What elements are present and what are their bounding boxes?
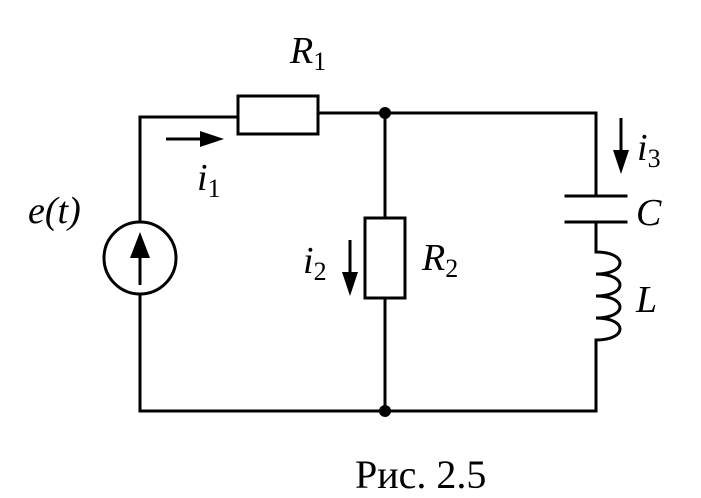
i1-label-main: i — [197, 157, 208, 199]
r1-label: R1 — [289, 30, 326, 76]
i2-label: i2 — [303, 240, 327, 286]
resistor-r1 — [236, 94, 320, 136]
junction-node-top — [379, 107, 391, 119]
r1-label-main: R — [289, 30, 313, 72]
capacitor-c — [564, 194, 628, 224]
i2-label-sub: 2 — [314, 257, 327, 286]
current-arrow-i3 — [613, 118, 629, 174]
i2-label-main: i — [303, 240, 314, 282]
current-arrow-i1 — [166, 131, 224, 147]
junction-node-bottom — [379, 405, 391, 417]
i3-label-sub: 3 — [648, 144, 661, 173]
inductor-label: L — [635, 279, 657, 321]
r1-label-sub: 1 — [313, 47, 326, 76]
current-arrow-i2-head — [342, 272, 358, 296]
r2-label: R2 — [421, 237, 458, 283]
wire-bottom — [138, 293, 598, 413]
capacitor-label: C — [636, 192, 662, 234]
inductor-l — [594, 250, 622, 342]
voltage-source — [102, 220, 178, 296]
resistor-r2 — [363, 216, 407, 300]
voltage-source-arrow-head — [130, 232, 150, 258]
wires — [138, 111, 598, 413]
i1-label-sub: 1 — [208, 174, 221, 203]
r2-label-sub: 2 — [445, 254, 458, 283]
r2-label-main: R — [421, 237, 445, 279]
i1-label: i1 — [197, 157, 221, 203]
source-label: e(t) — [28, 190, 81, 232]
current-arrow-i3-head — [613, 150, 629, 174]
i3-label-main: i — [637, 127, 648, 169]
i3-label: i3 — [637, 127, 661, 173]
current-arrow-i1-head — [200, 131, 224, 147]
figure-caption: Рис. 2.5 — [355, 452, 486, 497]
current-arrow-i2 — [342, 240, 358, 296]
